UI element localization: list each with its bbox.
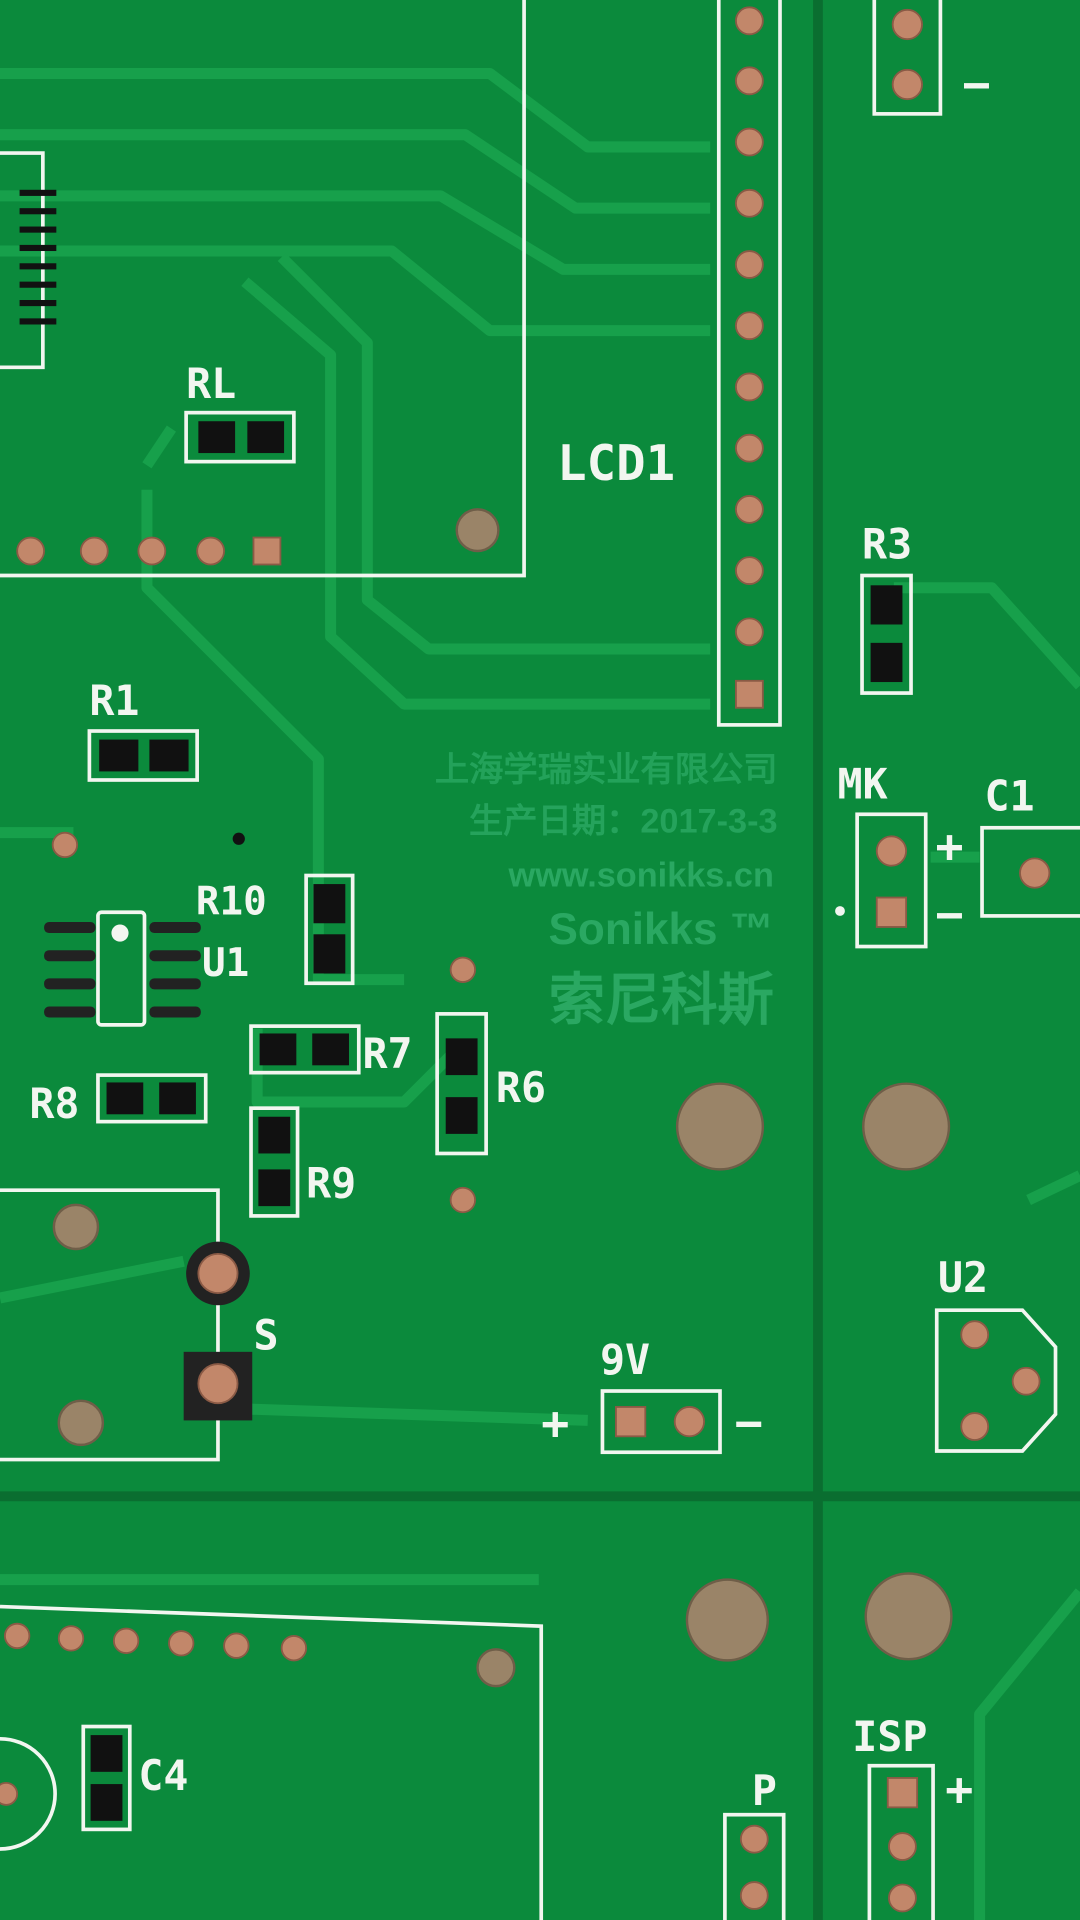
lower-lcd-outline [0, 1604, 544, 1920]
label-u1: U1 [202, 941, 249, 986]
u2-footprint [934, 1308, 1058, 1453]
power-connector [872, 0, 943, 116]
imprint-brand-cn: 索尼科斯 [549, 968, 774, 1031]
label-9v-plus: + [541, 1396, 569, 1450]
r10-footprint [304, 873, 355, 986]
u1-footprint [44, 910, 201, 1027]
label-mk-plus: + [936, 819, 964, 873]
mounting-hole [862, 1082, 951, 1171]
label-top-minus: − [962, 57, 990, 111]
label-r8: R8 [29, 1079, 79, 1128]
label-mk: MK [838, 759, 888, 808]
lower-pins [3, 1622, 308, 1662]
label-c4: C4 [138, 1751, 188, 1800]
label-9v-minus: − [735, 1396, 763, 1450]
isp-connector [867, 1763, 935, 1920]
imprint-company: 上海学瑞实业有限公司 [435, 750, 778, 789]
label-s: S [253, 1310, 278, 1359]
mounting-hole [675, 1082, 765, 1171]
label-c1: C1 [984, 772, 1034, 821]
r9-footprint [249, 1106, 300, 1218]
r6-footprint [435, 1012, 488, 1156]
label-rl: RL [186, 359, 236, 408]
label-9v: 9V [600, 1335, 650, 1384]
c4-footprint [81, 1724, 132, 1832]
label-p: P [752, 1766, 777, 1815]
lcd-outline [0, 0, 526, 578]
label-r1: R1 [89, 676, 139, 725]
mounting-hole [685, 1578, 769, 1662]
connector-outline [0, 151, 45, 370]
r7-footprint [249, 1024, 361, 1075]
lcd1-pins [735, 6, 764, 709]
label-r6: R6 [496, 1063, 546, 1112]
r1-footprint [87, 729, 199, 782]
label-isp: ISP [852, 1712, 927, 1761]
r8-footprint [96, 1073, 208, 1124]
lcd1-header [716, 0, 782, 727]
imprint-date: 生产日期：2017-3-3 [469, 803, 778, 841]
p-connector [723, 1812, 786, 1920]
lcd-bottom-pins [16, 536, 282, 566]
c1-footprint [980, 825, 1080, 918]
label-r10: R10 [196, 880, 267, 925]
9v-connector [600, 1389, 722, 1455]
imprint-brand: Sonikks ™ [549, 905, 774, 954]
imprint-website: www.sonikks.cn [508, 857, 774, 895]
label-mk-minus: − [936, 888, 964, 942]
c4-circle [0, 1736, 57, 1851]
switch-outline [0, 1188, 220, 1462]
label-r3: R3 [862, 519, 912, 568]
label-u2: U2 [938, 1253, 988, 1302]
rl-footprint [184, 410, 296, 464]
fpc-pads [19, 189, 57, 325]
label-r9: R9 [306, 1159, 356, 1208]
label-lcd1: LCD1 [557, 435, 675, 492]
mk-footprint [855, 812, 928, 949]
label-r7: R7 [362, 1029, 412, 1078]
mounting-hole [864, 1572, 953, 1661]
label-isp-plus: + [945, 1762, 973, 1816]
r3-footprint [860, 573, 913, 695]
mounting-hole [455, 508, 500, 553]
manufacturer-imprint: 上海学瑞实业有限公司 生产日期：2017-3-3 www.sonikks.cn … [435, 750, 778, 1031]
